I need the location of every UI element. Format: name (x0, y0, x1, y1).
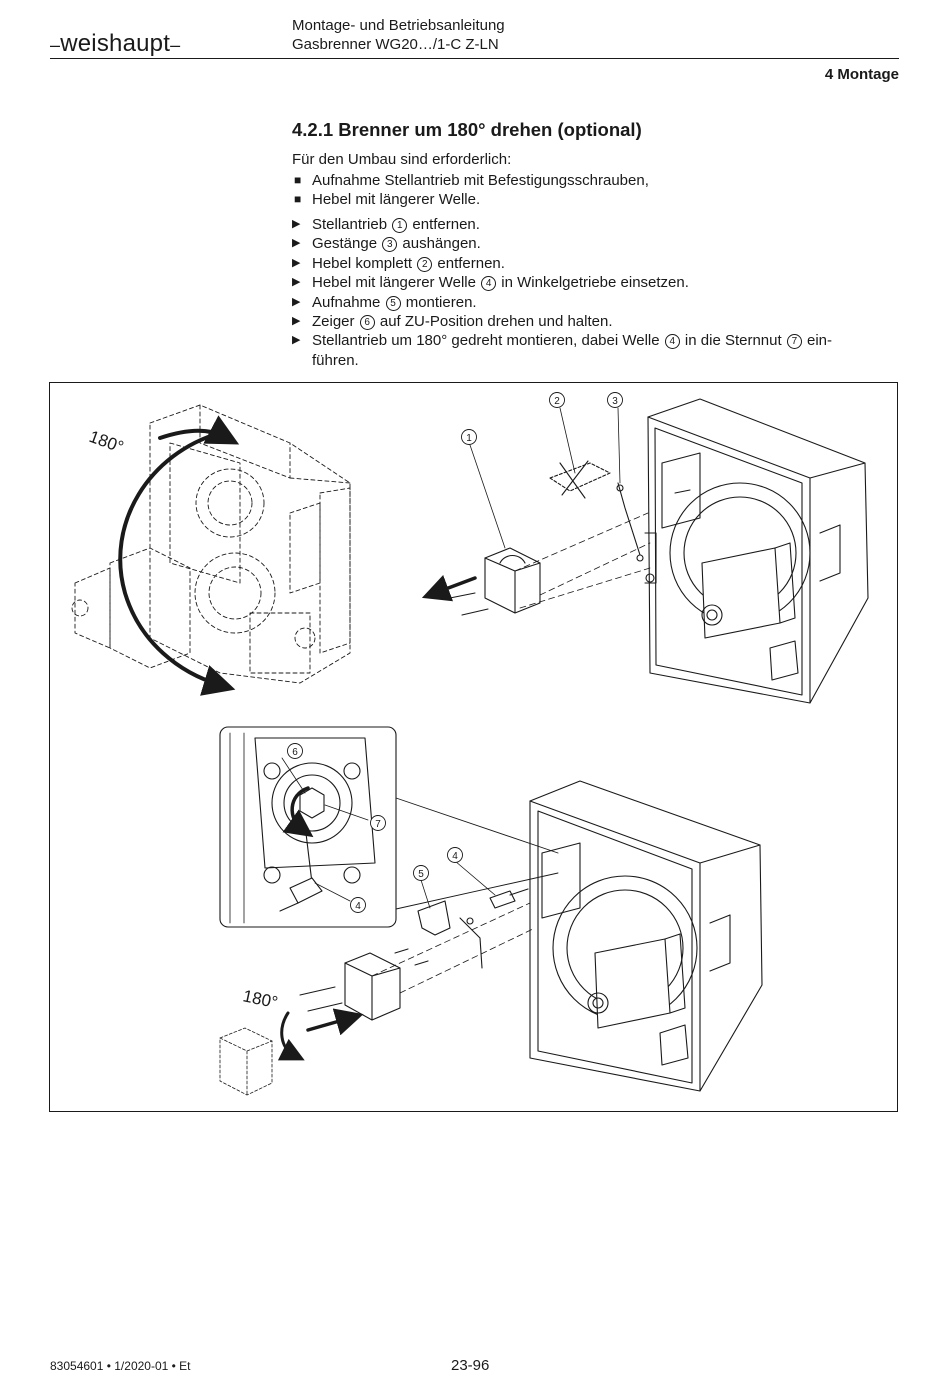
rotation-arrow-bottom (277, 1011, 305, 1061)
requirement-text: Hebel mit längerer Welle. (312, 191, 481, 208)
callout-number: 3 (382, 237, 398, 253)
document-number: 83054601 • 1/2020-01 • Et (50, 1359, 191, 1373)
step-text: Stellantrieb um 180° gedreht montieren, … (312, 332, 664, 350)
step-text-continuation: führen. (312, 351, 359, 369)
step-item: ▶ Gestänge 3 aushängen. (292, 234, 892, 253)
assembly-figure: 180° 180° 1 2 3 6 7 4 4 5 (49, 382, 898, 1112)
insert-arrow (306, 1008, 364, 1036)
section-title: 4.2.1 Brenner um 180° drehen (optional) (292, 119, 642, 140)
step-item: ▶ Aufnahme 5 montieren. (292, 293, 892, 312)
steps-list: ▶ Stellantrieb 1 entfernen. ▶ Gestänge 3 a… (292, 215, 892, 370)
rotation-label-top: 180° (87, 427, 127, 457)
brand-logo: –weishaupt– (50, 30, 181, 57)
step-text: entfernen. (408, 216, 480, 233)
square-bullet-icon: ■ (294, 173, 302, 187)
step-item: ▶ Zeiger 6 auf ZU-Position drehen und hal… (292, 312, 892, 331)
step-text: Gestänge (312, 235, 382, 253)
mounting-parts-bottom (394, 888, 529, 969)
triangle-bullet-icon: ▶ (292, 334, 301, 347)
triangle-bullet-icon: ▶ (292, 256, 301, 269)
actuator-top (449, 547, 541, 616)
step-text: in Winkelgetriebe einsetzen. (497, 274, 689, 292)
removal-arrow (421, 574, 477, 602)
callout-label: 4 (355, 901, 361, 912)
step-text: montieren. (401, 293, 477, 311)
step-item: ▶ Stellantrieb um 180° gedreht montieren,… (292, 331, 892, 370)
page-number: 23-96 (451, 1357, 490, 1374)
lever-parts-top (549, 460, 644, 562)
step-text: Stellantrieb (312, 216, 392, 233)
burner-illustration: 180° 180° 1 2 3 6 7 4 4 5 (71, 392, 869, 1096)
step-text: auf ZU-Position drehen und halten. (375, 313, 613, 331)
step-text: Aufnahme (312, 293, 385, 311)
burner-housing-top (644, 398, 869, 704)
step-text: entfernen. (433, 254, 505, 272)
step-text: aushängen. (398, 235, 481, 253)
triangle-bullet-icon: ▶ (292, 315, 301, 328)
triangle-bullet-icon: ▶ (292, 276, 301, 289)
callouts-detail-bottom (287, 743, 463, 913)
callout-number: 2 (417, 256, 433, 272)
callout-number: 1 (392, 218, 408, 233)
square-bullet-icon: ■ (294, 192, 302, 206)
section-intro: Für den Umbau sind erforderlich: (292, 151, 512, 168)
callout-number: 4 (481, 276, 497, 292)
requirements-list: ■ Aufnahme Stellantrieb mit Befestigungss… (292, 171, 892, 209)
callout-label: 4 (452, 851, 458, 862)
step-text: ein- (802, 332, 833, 350)
callout-label: 2 (554, 396, 560, 407)
triangle-bullet-icon: ▶ (292, 295, 301, 308)
callout-label: 1 (466, 433, 472, 444)
header-rule (50, 58, 899, 59)
callouts-top (461, 392, 623, 445)
callout-number: 4 (664, 334, 680, 350)
step-item: ▶ Hebel komplett 2 entfernen. (292, 254, 892, 273)
burner-rotated-ghost (71, 404, 351, 684)
step-item: ▶ Hebel mit längerer Welle 4 in Winkelget… (292, 273, 892, 292)
list-item: ■ Hebel mit längerer Welle. (292, 190, 892, 209)
burner-housing-bottom (529, 780, 763, 1092)
callout-number: 6 (359, 315, 375, 331)
doc-title-line1: Montage- und Betriebsanleitung (292, 17, 505, 34)
step-item: ▶ Stellantrieb 1 entfernen. (292, 215, 892, 234)
brand-name: weishaupt (60, 30, 171, 57)
list-item: ■ Aufnahme Stellantrieb mit Befestigungss… (292, 171, 892, 190)
callout-number: 7 (786, 334, 802, 350)
callout-label: 7 (375, 819, 381, 830)
doc-title-line2: Gasbrenner WG20…/1-C Z-LN (292, 36, 499, 53)
detail-inset (219, 726, 397, 928)
rotation-arrow-top (118, 431, 236, 696)
callout-number: 5 (385, 295, 401, 311)
chapter-heading: 4 Montage (824, 66, 899, 83)
rotation-label-bottom: 180° (241, 986, 279, 1012)
triangle-bullet-icon: ▶ (292, 218, 301, 230)
actuator-ghost (219, 1027, 273, 1096)
step-text: Hebel komplett (312, 254, 417, 272)
callout-label: 3 (612, 396, 618, 407)
document-title: Montage- und Betriebsanleitung Gasbrenne… (292, 16, 505, 54)
triangle-bullet-icon: ▶ (292, 237, 301, 250)
step-text: Hebel mit längerer Welle (312, 274, 481, 292)
requirement-text: Aufnahme Stellantrieb mit Befestigungssc… (312, 172, 649, 189)
step-text: in die Sternnut (680, 332, 786, 350)
callout-label: 5 (418, 869, 424, 880)
step-text: Zeiger (312, 313, 359, 331)
callout-label: 6 (292, 747, 298, 758)
actuator-bottom (299, 952, 401, 1021)
